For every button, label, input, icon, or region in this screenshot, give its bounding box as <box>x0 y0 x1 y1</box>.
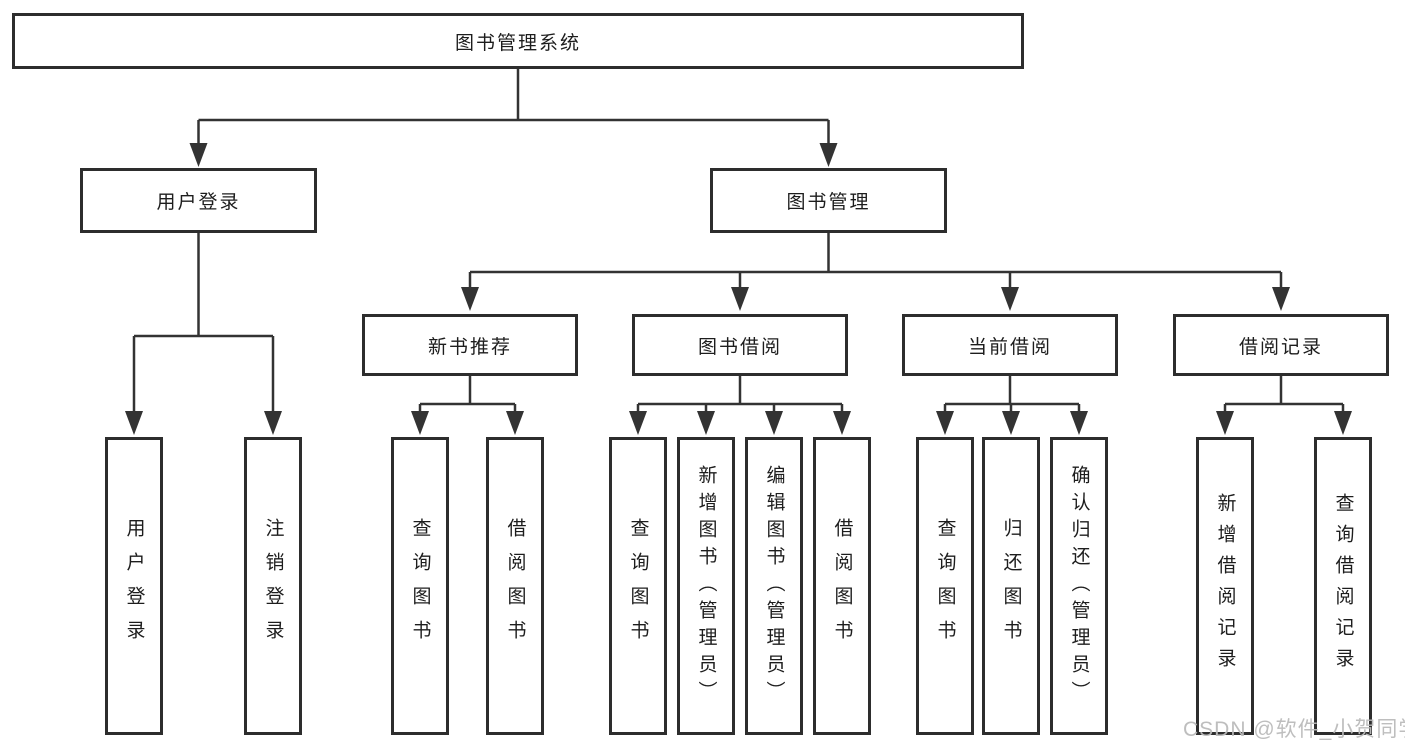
leaf-borrow-add-label: 新增图书（管理员） <box>695 464 717 708</box>
leaf-borrow-edit: 编辑图书（管理员） <box>745 437 803 735</box>
leaf-records-query: 查询借阅记录 <box>1314 437 1372 735</box>
leaf-records-query-label: 查询借阅记录 <box>1332 493 1354 679</box>
leaf-newbooks-borrow-label: 借阅图书 <box>504 518 526 654</box>
connector-lines <box>132 69 1345 414</box>
node-book-borrow: 图书借阅 <box>632 314 848 376</box>
leaf-borrow-add: 新增图书（管理员） <box>677 437 735 735</box>
leaf-logout-label: 注销登录 <box>262 518 284 654</box>
leaf-current-confirm-label: 确认归还（管理员） <box>1068 464 1090 708</box>
leaf-borrow-query: 查询图书 <box>609 437 667 735</box>
leaf-records-add-label: 新增借阅记录 <box>1214 493 1236 679</box>
csdn-watermark: CSDN @软件_小贺同学 <box>1183 718 1405 741</box>
leaf-current-confirm: 确认归还（管理员） <box>1050 437 1108 735</box>
leaf-current-return: 归还图书 <box>982 437 1040 735</box>
leaf-current-query-label: 查询图书 <box>934 518 956 654</box>
leaf-newbooks-query-label: 查询图书 <box>409 518 431 654</box>
leaf-logout: 注销登录 <box>244 437 302 735</box>
node-new-books: 新书推荐 <box>362 314 578 376</box>
leaf-borrow-query-label: 查询图书 <box>627 518 649 654</box>
leaf-newbooks-borrow: 借阅图书 <box>486 437 544 735</box>
node-user-login: 用户登录 <box>80 168 317 233</box>
leaf-user-login-label: 用户登录 <box>123 518 145 654</box>
leaf-borrow-borrow-label: 借阅图书 <box>831 518 853 654</box>
leaf-records-add: 新增借阅记录 <box>1196 437 1254 735</box>
leaf-user-login: 用户登录 <box>105 437 163 735</box>
node-borrow-records: 借阅记录 <box>1173 314 1389 376</box>
connector-arrowheads <box>125 143 1352 435</box>
leaf-borrow-borrow: 借阅图书 <box>813 437 871 735</box>
leaf-borrow-edit-label: 编辑图书（管理员） <box>763 464 785 708</box>
node-current-borrow: 当前借阅 <box>902 314 1118 376</box>
leaf-current-query: 查询图书 <box>916 437 974 735</box>
node-book-manage: 图书管理 <box>710 168 947 233</box>
leaf-newbooks-query: 查询图书 <box>391 437 449 735</box>
leaf-current-return-label: 归还图书 <box>1000 518 1022 654</box>
node-root: 图书管理系统 <box>12 13 1024 69</box>
